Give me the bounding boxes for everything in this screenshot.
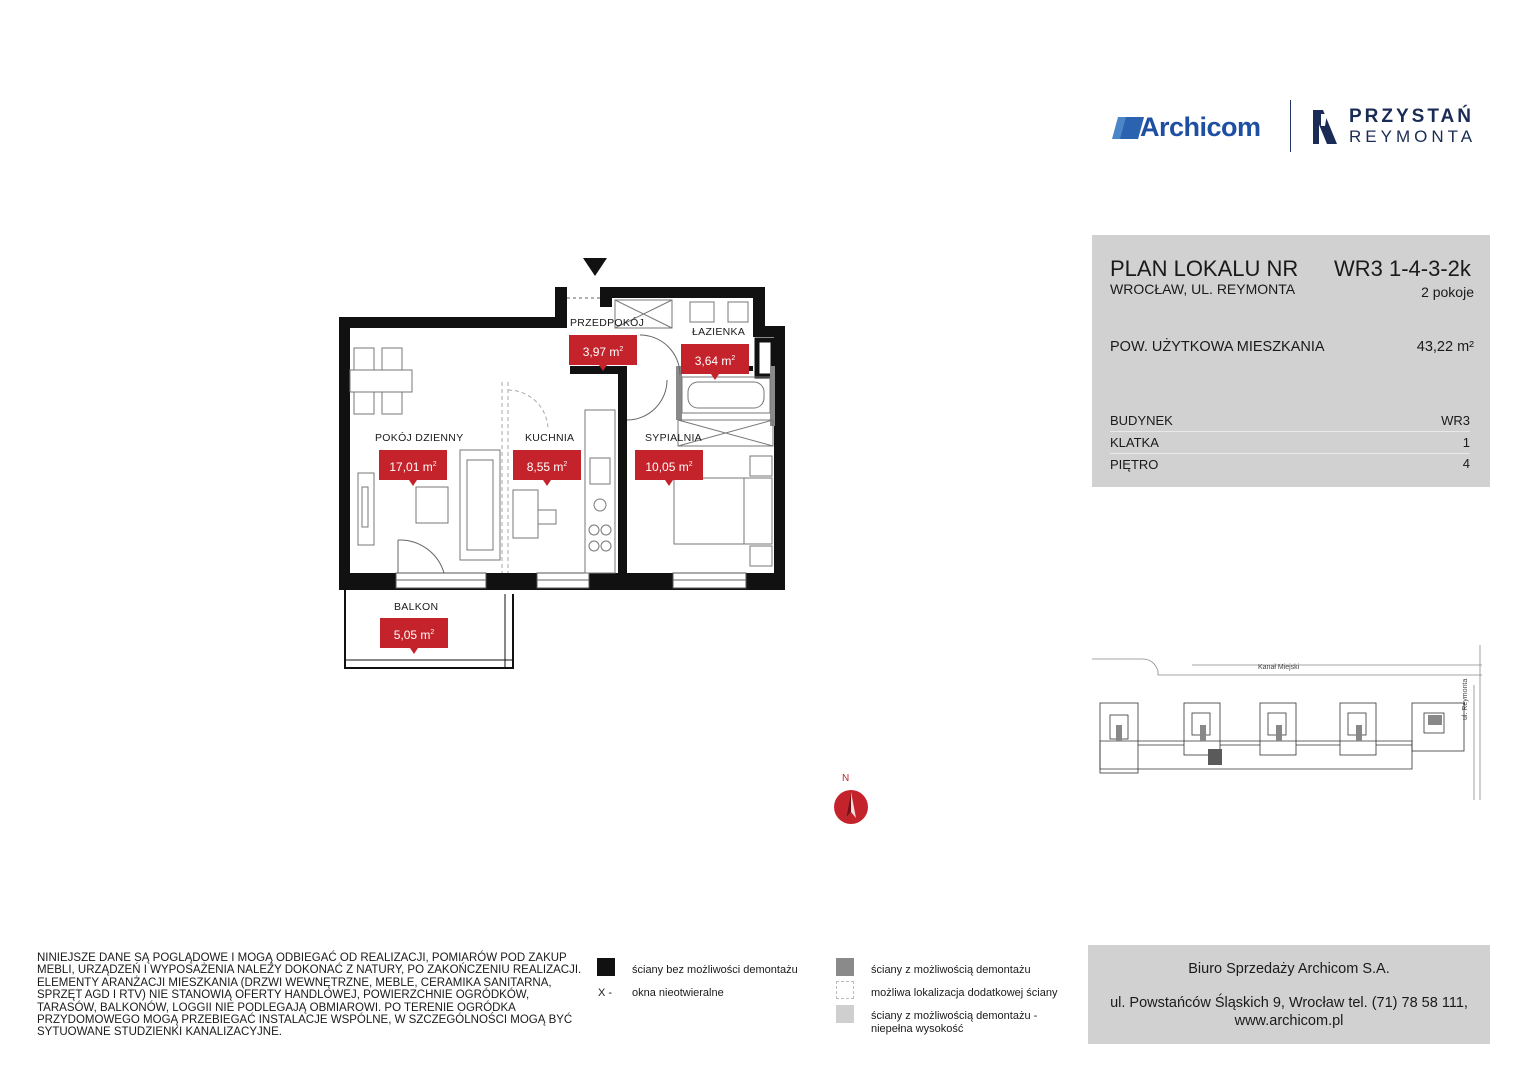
dining-set (349, 347, 413, 415)
info-panel (1092, 235, 1490, 487)
sales-title: Biuro Sprzedaży Archicom S.A. (1188, 961, 1390, 977)
floor-label: PIĘTRO (1110, 457, 1159, 472)
plan-title: PLAN LOKALU NR (1110, 256, 1299, 281)
building-value: WR3 (1441, 413, 1470, 428)
room-pin (410, 648, 418, 654)
archicom-mark-icon (1112, 117, 1144, 139)
logo-przystan-text: PRZYSTAŃ (1349, 106, 1474, 127)
walls-removable (676, 366, 775, 426)
room-name-przedpokoj: PRZEDPOKÓJ (570, 317, 645, 329)
room-name-balkon: BALKON (394, 601, 439, 613)
legend-window-prefix: X - (598, 987, 613, 999)
legend-fixed-wall: ściany bez możliwości demontażu (632, 964, 798, 976)
unit-number: WR3 1-4-3-2k (1334, 256, 1471, 281)
disclaimer: NINIEJSZE DANE SĄ POGLĄDOWE I MOGĄ ODBIE… (37, 952, 582, 1039)
room-name-kuchnia: KUCHNIA (525, 432, 575, 444)
room-name-sypialnia: SYPIALNIA (645, 432, 702, 444)
optional-wall (501, 382, 549, 573)
site-map (1092, 645, 1482, 800)
room-pin (665, 480, 673, 486)
legend-fixed-wall-swatch (597, 958, 615, 976)
room-pin (409, 480, 417, 486)
logo-divider (1290, 100, 1291, 152)
kitchen-furniture (512, 409, 616, 574)
legend-extra-wall-swatch (836, 981, 854, 999)
area-kuchnia: 8,55 m2 (513, 450, 581, 480)
bathroom-fixtures (614, 299, 771, 414)
legend-partial-wall-1: ściany z możliwością demontażu - (871, 1010, 1038, 1022)
legend-partial-wall-2: niepełna wysokość (871, 1023, 964, 1035)
building-label: BUDYNEK (1110, 413, 1173, 428)
legend-removable-wall-swatch (836, 958, 854, 976)
compass-icon (834, 790, 868, 824)
area-pokoj: 17,01 m2 (379, 450, 447, 480)
area-lazienka: 3,64 m2 (681, 344, 749, 374)
area-przedpokoj: 3,97 m2 (569, 335, 637, 365)
legend-extra-wall: możliwa lokalizacja dodatkowej ściany (871, 987, 1058, 999)
legend-windows: okna nieotwieralne (632, 987, 724, 999)
row-divider (1110, 431, 1470, 432)
room-name-pokoj: POKÓJ DZIENNY (375, 432, 464, 444)
przystan-mark-icon (1313, 110, 1337, 149)
row-divider (1110, 453, 1470, 454)
area-balkon: 5,05 m2 (380, 618, 448, 648)
floor-value: 4 (1462, 456, 1470, 471)
site-map-unit-marker (1208, 749, 1222, 765)
staircase-value: 1 (1462, 435, 1470, 450)
legend-removable-wall: ściany z możliwością demontażu (871, 964, 1031, 976)
rooms-count: 2 pokoje (1421, 284, 1474, 300)
room-pin (711, 374, 719, 380)
balcony-outline (344, 590, 514, 669)
area-label: POW. UŻYTKOWA MIESZKANIA (1110, 339, 1325, 355)
sales-box (1088, 945, 1490, 1044)
door-swings (397, 297, 681, 574)
floor-plan (339, 258, 785, 669)
compass-north-label: N (842, 773, 850, 784)
logo-reymonta-text: REYMONTA (1349, 127, 1477, 146)
entrance-arrow-icon (583, 258, 607, 276)
area-value: 43,22 m² (1416, 339, 1474, 355)
site-map-street: ul. Reymonta (1462, 678, 1469, 720)
sales-address: ul. Powstańców Śląskich 9, Wrocław tel. … (1110, 995, 1468, 1011)
area-sypialnia: 10,05 m2 (635, 450, 703, 480)
legend-partial-wall-swatch (836, 1005, 854, 1023)
site-map-canal: Kanał Miejski (1258, 664, 1300, 671)
bedroom-furniture (673, 419, 774, 567)
room-pin (543, 480, 551, 486)
room-name-lazienka: ŁAZIENKA (692, 326, 746, 338)
sales-website[interactable]: www.archicom.pl (1234, 1013, 1344, 1029)
logo-archicom-text: Archicom (1140, 112, 1261, 142)
staircase-label: KLATKA (1110, 435, 1159, 450)
living-furniture (357, 449, 501, 561)
room-pin (599, 365, 607, 371)
address: WROCŁAW, UL. REYMONTA (1110, 281, 1296, 297)
